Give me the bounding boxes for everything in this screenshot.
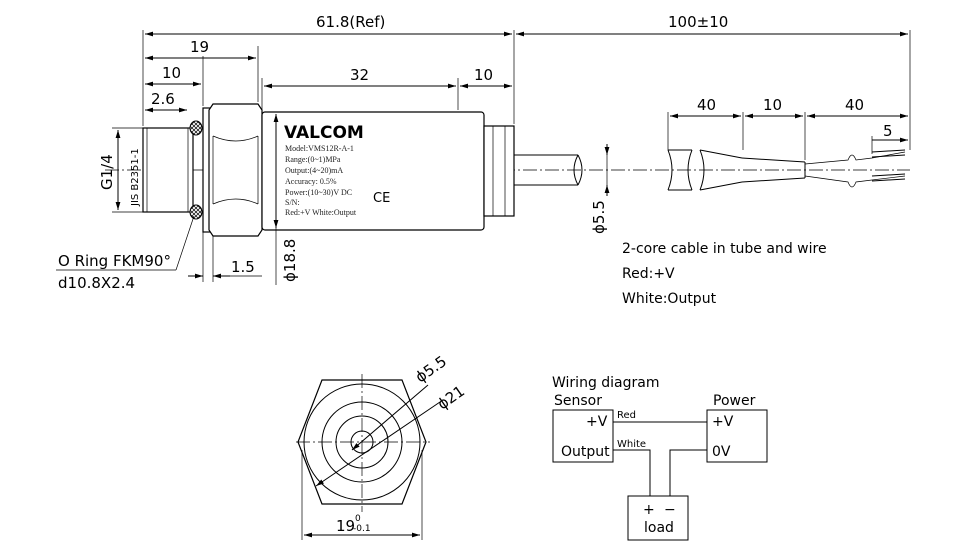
dim-thread: G1/4: [98, 154, 116, 190]
power-plus-terminal: +V: [712, 414, 734, 430]
load-plus: +: [643, 502, 655, 518]
oring-spec-1: O Ring FKM90°: [58, 252, 171, 270]
label-model: Model:VMS12R-A-1: [285, 144, 354, 153]
dim-dia-18-8: ϕ18.8: [281, 239, 299, 282]
wire-white-label: White: [617, 439, 646, 450]
dim-cable-length: 100±10: [668, 13, 728, 31]
dim-dia-21: ϕ21: [434, 382, 468, 413]
wiring-title: Wiring diagram: [552, 375, 660, 391]
dim-10-cable: 10: [763, 96, 782, 114]
power-box: [706, 409, 768, 463]
oring-bottom: [189, 204, 203, 220]
dim-5: 5: [883, 122, 893, 140]
cable-note-line3: White:Output: [622, 291, 717, 307]
wiring-power-label: Power: [713, 393, 756, 409]
dim-40-left: 40: [697, 96, 716, 114]
dim-19: 19: [190, 38, 209, 56]
oring-top: [189, 120, 203, 136]
dim-10-thread: 10: [162, 64, 181, 82]
thread-section: [142, 127, 194, 213]
hex-nut: [208, 103, 263, 237]
sensor-output-terminal: Output: [561, 444, 610, 460]
sensor-box: [552, 409, 614, 463]
side-view: VALCOM Model:VMS12R-A-1 Range:(0~1)MPa O…: [56, 13, 911, 292]
label-sn: S/N:: [285, 198, 300, 207]
label-power: Power:(10~30)V DC: [285, 188, 352, 197]
dim-dia-5-5-cable: ϕ5.5: [590, 200, 608, 234]
label-accuracy: Accuracy: 0.5%: [285, 177, 337, 186]
power-zero-terminal: 0V: [712, 444, 731, 460]
label-wires: Red:+V White:Output: [285, 208, 357, 217]
dim-hex-tol-upper: 0: [355, 514, 361, 524]
cable-note-line1: 2-core cable in tube and wire: [622, 241, 827, 257]
dim-2-6: 2.6: [151, 90, 175, 108]
dim-10-relief: 10: [474, 66, 493, 84]
cable-note: 2-core cable in tube and wire Red:+V Whi…: [622, 241, 827, 307]
dim-32: 32: [350, 66, 369, 84]
brand-logo: VALCOM: [284, 123, 364, 143]
end-view: ϕ5.5 ϕ21 19 0 -0.1: [296, 352, 468, 540]
dim-40-right: 40: [845, 96, 864, 114]
sensor-plus-terminal: +V: [586, 414, 608, 430]
wiring-sensor-label: Sensor: [554, 393, 602, 409]
strain-relief: [483, 125, 515, 217]
load-label: load: [644, 520, 674, 536]
product-label: VALCOM Model:VMS12R-A-1 Range:(0~1)MPa O…: [284, 123, 390, 217]
load-minus: −: [664, 502, 676, 518]
label-output: Output:(4~20)mA: [285, 166, 343, 175]
dim-hex-width: 19: [336, 517, 355, 535]
dim-dia-5-5-end: ϕ5.5: [412, 352, 450, 386]
wiring-diagram: Wiring diagram Sensor Power +V Output +V…: [552, 375, 768, 541]
dim-overall-ref: 61.8(Ref): [316, 13, 385, 31]
load-box: [627, 495, 689, 541]
label-range: Range:(0~1)MPa: [285, 155, 341, 164]
cable-note-line2: Red:+V: [622, 266, 675, 282]
oring-spec-2: d10.8X2.4: [58, 274, 135, 292]
wire-red-label: Red: [617, 410, 636, 421]
dim-thread-standard: JIS B2351-1: [130, 148, 141, 207]
ce-mark: CE: [373, 191, 390, 206]
dim-hex-tol-lower: -0.1: [353, 524, 371, 534]
dim-1-5: 1.5: [231, 258, 255, 276]
